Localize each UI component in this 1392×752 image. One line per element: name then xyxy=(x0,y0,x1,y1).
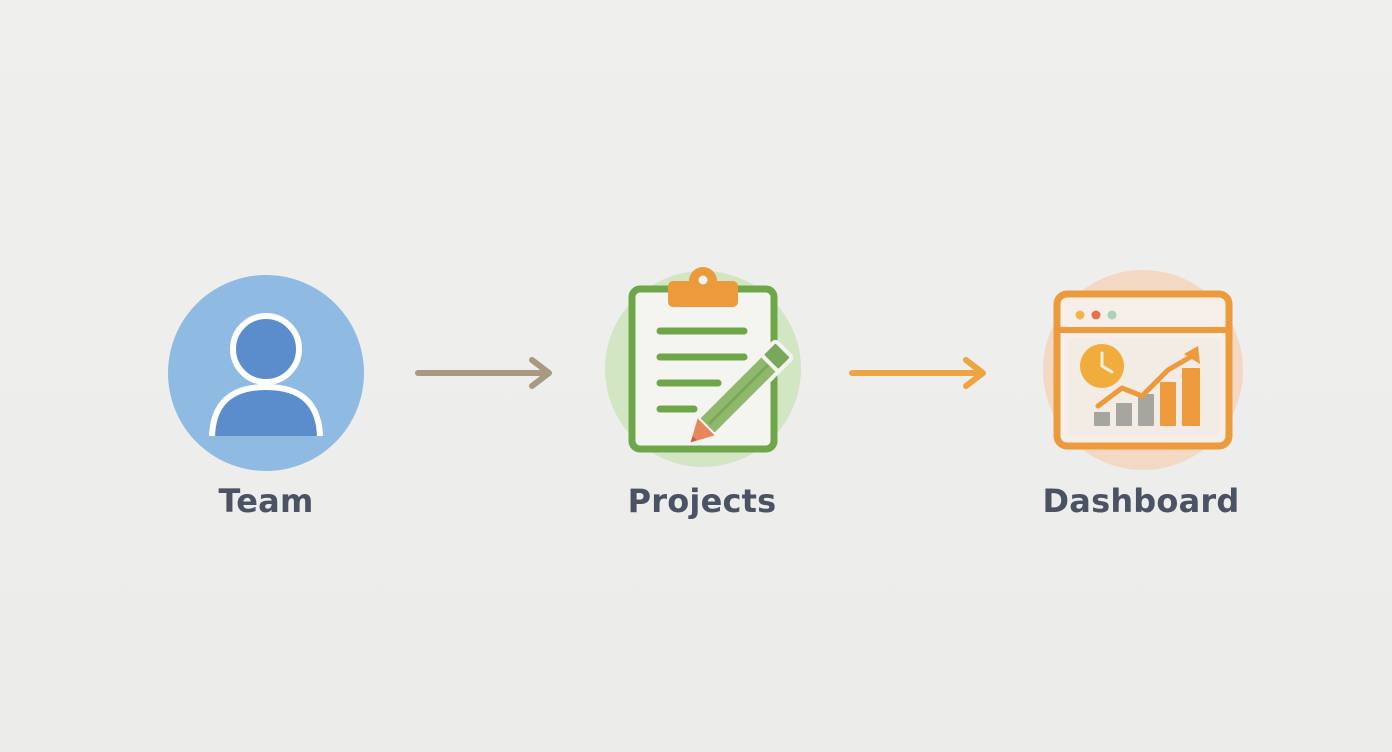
person-head xyxy=(230,313,302,385)
arrow-right-icon xyxy=(849,357,986,389)
clipboard-pencil-icon xyxy=(605,267,801,467)
window-dot xyxy=(1075,310,1085,320)
arrow-right-icon xyxy=(415,357,552,389)
analytics-dashboard-icon xyxy=(1043,270,1243,470)
person-icon xyxy=(168,275,364,471)
node-label-projects: Projects xyxy=(627,482,777,520)
pencil-icon xyxy=(690,339,794,443)
node-label-dashboard: Dashboard xyxy=(1042,482,1240,520)
person-body xyxy=(209,384,323,442)
node-label-team: Team xyxy=(218,482,314,520)
clock-icon xyxy=(1080,344,1124,388)
window-dot xyxy=(1091,310,1101,320)
window-dot xyxy=(1107,310,1117,320)
trend-arrow-icon xyxy=(1095,353,1195,409)
